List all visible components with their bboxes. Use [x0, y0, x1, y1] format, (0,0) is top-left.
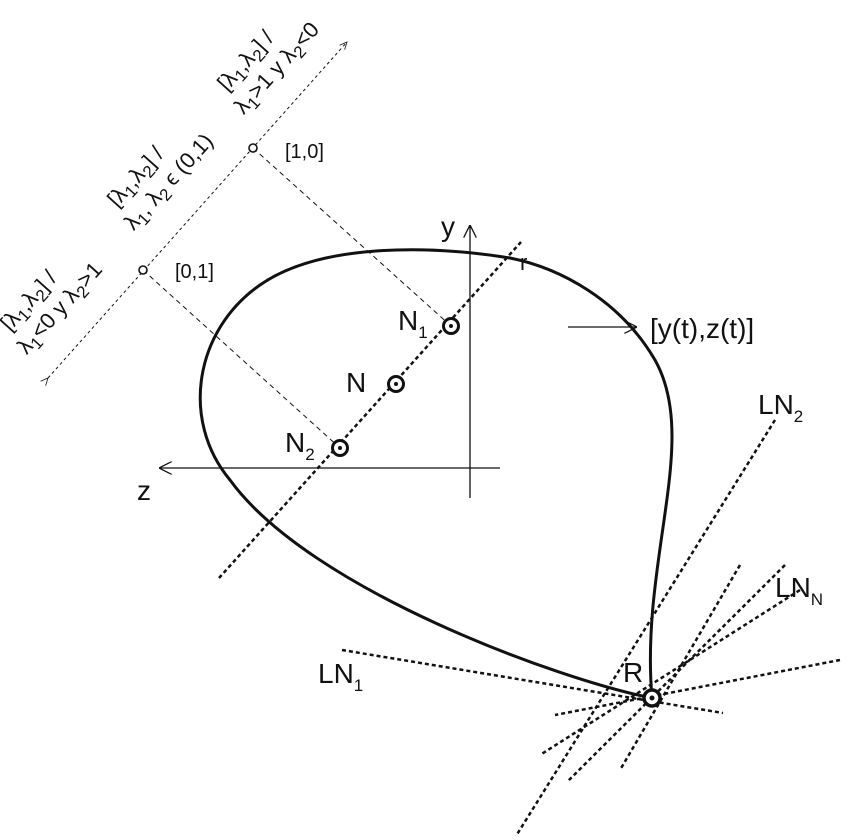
- line-r: [218, 241, 522, 579]
- region-right-annotation: [λ1,λ2] / λ1>1 y λ2<0: [212, 17, 324, 119]
- region-left-annotation: [λ1,λ2] / λ1<0 y λ2>1: [0, 257, 107, 359]
- projection-line-2: [142, 269, 341, 449]
- point-10-marker: [248, 143, 258, 153]
- ln-line-2: [514, 419, 777, 837]
- lambda-line: [48, 42, 347, 378]
- line-r-label: r: [520, 250, 527, 275]
- ln-line-4: [539, 588, 801, 757]
- point-01-marker: [138, 265, 148, 275]
- node-N1-label: N1: [398, 305, 428, 342]
- node-R: [642, 688, 662, 708]
- curve-label: [y(t),z(t)]: [650, 313, 754, 344]
- y-axis-label: y: [441, 211, 455, 242]
- node-N2: [331, 439, 349, 457]
- point-01-label: [0,1]: [175, 261, 214, 283]
- region-middle-annotation: [λ1,λ2] / λ1, λ2 ϵ (0,1): [102, 128, 218, 234]
- ln1-label: LN1: [318, 658, 363, 695]
- closed-curve: [198, 248, 674, 700]
- projection-line-1: [252, 147, 452, 327]
- lnN-label: LNN: [775, 572, 823, 609]
- ln-line-3: [567, 564, 786, 782]
- ln-lines: [341, 419, 841, 837]
- z-axis-label: z: [137, 475, 151, 506]
- ln-line-1: [341, 648, 724, 715]
- node-N-label: N: [346, 367, 366, 398]
- node-N1: [442, 317, 460, 335]
- point-10-label: [1,0]: [285, 141, 324, 163]
- ln2-label: LN2: [758, 389, 803, 426]
- node-N: [387, 375, 405, 393]
- node-N2-label: N2: [285, 427, 315, 464]
- node-R-label: R: [623, 657, 643, 688]
- ln-line-5: [554, 658, 841, 717]
- ln-line-6: [618, 564, 742, 771]
